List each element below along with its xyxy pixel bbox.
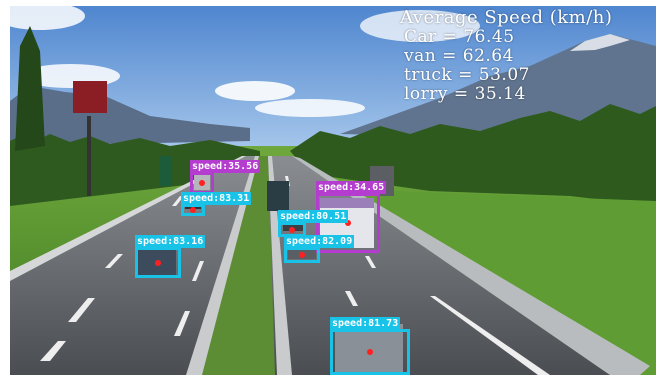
speed-label: speed:35.56 (190, 160, 261, 173)
row-label: truck (404, 65, 453, 85)
guard-rail-right (292, 156, 650, 375)
mountain-left (10, 86, 250, 146)
speed-label: speed:80.51 (278, 210, 349, 223)
median-barrier-left (186, 156, 259, 375)
overlay-title: Average Speed (km/h) (400, 7, 613, 28)
mountain-snow (570, 34, 630, 51)
detection-box: speed:83.31 (181, 192, 252, 216)
road-edge-left (10, 156, 246, 281)
lane-dash (365, 256, 376, 268)
overlay-row-van: van = 62.64 (404, 46, 514, 66)
overlay-row-truck: truck = 53.07 (404, 65, 530, 85)
speed-label: speed:34.65 (316, 181, 387, 194)
lane-dash (345, 291, 358, 306)
vehicle-car (335, 324, 403, 372)
cloud (215, 81, 295, 101)
average-speed-overlay: Average Speed (km/h) Car = 76.45 van = 6… (400, 8, 650, 104)
speed-label: speed:83.31 (181, 192, 252, 205)
row-value: 76.45 (463, 27, 515, 47)
vehicle-van-side (320, 198, 374, 208)
cloud (10, 6, 85, 30)
detection-box: speed:34.65 (316, 181, 387, 253)
lane-dash (40, 341, 66, 361)
cloud (360, 10, 480, 42)
tree-tall-left (15, 26, 45, 151)
row-value: 53.07 (478, 65, 530, 85)
detection-box: speed:82.09 (284, 235, 355, 263)
overlay-row-lorry: lorry = 35.14 (404, 84, 526, 104)
detection-box: speed:83.16 (135, 235, 206, 278)
vehicle-truck-dark (267, 181, 289, 211)
center-dot (155, 259, 161, 266)
center-dot (289, 226, 295, 233)
lane-dash (430, 296, 550, 375)
center-dot (199, 180, 205, 186)
mountain-right (340, 34, 656, 138)
row-label: lorry (404, 84, 449, 104)
billboard-post (87, 116, 91, 196)
lane-dash (174, 311, 190, 336)
row-value: 62.64 (462, 46, 514, 66)
row-value: 35.14 (474, 84, 526, 104)
billboard (73, 81, 107, 113)
center-dot (367, 349, 373, 355)
road-sign (160, 156, 172, 186)
speed-label: speed:82.09 (284, 235, 355, 248)
tree-line-left (10, 134, 260, 206)
row-label: Car (404, 27, 437, 47)
speed-label: speed:83.16 (135, 235, 206, 248)
highway (10, 156, 610, 375)
lane-dash (192, 261, 204, 281)
highway-scene (10, 6, 656, 375)
video-frame: Average Speed (km/h) Car = 76.45 van = 6… (10, 6, 656, 375)
detection-box: speed:81.73 (330, 317, 410, 375)
row-label: van (404, 46, 437, 66)
cloud (255, 99, 365, 117)
lane-dash (68, 298, 95, 322)
lane-dash (105, 254, 123, 268)
center-dot (190, 207, 196, 213)
speed-label: speed:81.73 (330, 317, 401, 330)
center-dot (299, 252, 305, 258)
median (200, 156, 275, 375)
overlay-row-car: Car = 76.45 (404, 27, 515, 47)
center-dot (345, 220, 351, 226)
detection-box: speed:35.56 (190, 160, 261, 194)
